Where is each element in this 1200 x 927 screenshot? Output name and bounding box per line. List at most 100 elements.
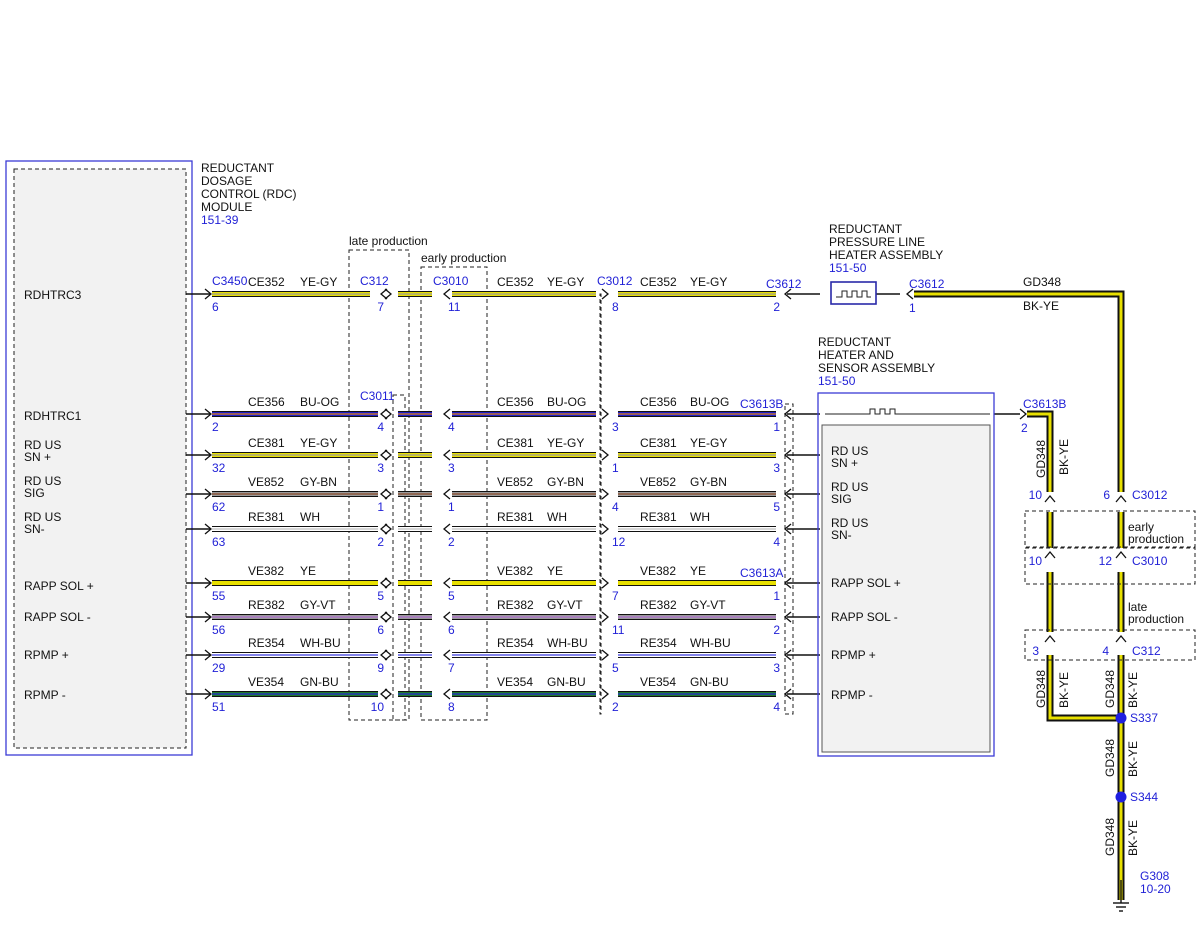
gd348-conn-arrow-3 (1044, 550, 1056, 559)
splice-s337[interactable] (1115, 712, 1127, 724)
gd348-left-circuit: GD348 (1034, 440, 1048, 478)
row-6-c312-arrow (379, 577, 388, 589)
row-8-c3450-arrow (204, 649, 213, 661)
rdc-pin-8-label: RPMP + (24, 648, 69, 662)
ground-g308-symbol[interactable] (1113, 880, 1129, 912)
row-5-color-label: WH (300, 510, 320, 524)
ground-late-note: late (1128, 600, 1148, 614)
gd348-top-circuit: GD348 (1023, 275, 1061, 289)
hsa-name-3: SENSOR ASSEMBLY (818, 361, 935, 375)
left-c3012-pin: 10 (1029, 488, 1043, 502)
row-4-c312-pin: 1 (377, 500, 384, 514)
row-6-c3450-arrow (204, 577, 213, 589)
gd348-right-upper[interactable] (914, 292, 1123, 492)
hsa-ref[interactable]: 151-50 (818, 374, 856, 388)
row-4-c3450-arrow (204, 488, 213, 500)
rdc-pin-1-label: RDHTRC3 (24, 288, 82, 302)
rdc-pin-4-label: RD US (24, 474, 61, 488)
row-8-color-label-c: WH-BU (690, 636, 731, 650)
gd348-left-lower[interactable] (1048, 655, 1121, 720)
row-9-circuit-label: VE354 (248, 675, 284, 689)
row-9-c3010-arrow (442, 688, 451, 700)
hsa-pin-4-label: RAPP SOL + (831, 576, 901, 590)
row-5-c312-arrow (379, 523, 388, 535)
row-1-c3450-arrow (204, 288, 213, 300)
row-8-circuit-label-c: RE354 (640, 636, 677, 650)
right-c3012-pin: 6 (1103, 488, 1110, 502)
row-1-circuit-label-b: CE352 (497, 275, 534, 289)
c3613b-arrow (1019, 408, 1028, 420)
row-4-c3450-pin: 62 (212, 500, 226, 514)
splice-s344[interactable] (1115, 791, 1127, 803)
row-1-c3012-name: C3012 (597, 274, 633, 288)
right-c3010-pin: 12 (1099, 554, 1113, 568)
row-6-c3450-pin: 55 (212, 589, 226, 603)
splice-s344-label: S344 (1130, 790, 1158, 804)
row-2-color-label-b: BU-OG (547, 395, 586, 409)
row-5-c3010-pin: 2 (448, 535, 455, 549)
heater-element-icon (836, 290, 871, 298)
row-1-c3450-name: C3450 (212, 274, 248, 288)
c3613b-pin: 2 (1021, 421, 1028, 435)
gd348-top-color: BK-YE (1023, 299, 1059, 313)
row-2-c3012-pin: 3 (612, 420, 619, 434)
row-6-circuit-label: VE382 (248, 564, 284, 578)
row-4-c3012-arrow (601, 488, 610, 500)
rdc-pin-6-label: RAPP SOL + (24, 579, 94, 593)
row-3-color-label-c: YE-GY (690, 436, 727, 450)
rdc-module-name-3: CONTROL (RDC) (201, 187, 297, 201)
gd348-left-upper[interactable] (1027, 412, 1052, 492)
heater-sensor-assembly[interactable]: REDUCTANT HEATER AND SENSOR ASSEMBLY 151… (817, 335, 995, 757)
row-6-end-name: C3613A (740, 566, 783, 580)
row-8-c3012-pin: 5 (612, 661, 619, 675)
row-2-c3012-arrow (601, 408, 610, 420)
row-2-c3450-arrow (204, 408, 213, 420)
c3012-box (599, 293, 602, 715)
row-9-c3450-pin: 51 (212, 700, 226, 714)
hsa-name-1: REDUCTANT (818, 335, 892, 349)
row-6-c312-pin: 5 (377, 589, 384, 603)
row-8-c3012-arrow (601, 649, 610, 661)
hsa-pin-2-label: SIG (831, 492, 852, 506)
row-2-c3450-pin: 2 (212, 420, 219, 434)
row-4-c3010-arrow (442, 488, 451, 500)
row-9-c3010-pin: 8 (448, 700, 455, 714)
row-4-c312-arrow (379, 488, 388, 500)
c3613-end-box (784, 403, 794, 715)
gd348-conn-arrow-5 (1044, 634, 1056, 643)
rdc-module[interactable]: REDUCTANT DOSAGE CONTROL (RDC) MODULE 15… (5, 160, 297, 756)
hsa-pin-1-label: SN + (831, 456, 858, 470)
pressure-line-heater-assembly[interactable]: REDUCTANT PRESSURE LINE HEATER ASSEMBLY … (829, 222, 943, 305)
wire-layer (186, 288, 1028, 700)
row-9-end-pin: 4 (773, 700, 780, 714)
row-5-circuit-label-c: RE381 (640, 510, 677, 524)
row-2-color-label-c: BU-OG (690, 395, 729, 409)
row-4-circuit-label-c: VE852 (640, 475, 676, 489)
row-7-c3010-arrow (442, 611, 451, 623)
row-1-c312-name: C312 (360, 274, 389, 288)
gd348-conn-arrow-4 (1115, 550, 1127, 559)
row-7-end-arrow (783, 611, 792, 623)
row-9-c3450-arrow (204, 688, 213, 700)
row-8-c3010-arrow (442, 649, 451, 661)
row-3-c3010-pin: 3 (448, 461, 455, 475)
plh-ref[interactable]: 151-50 (829, 261, 867, 275)
rdc-module-ref[interactable]: 151-39 (201, 213, 239, 227)
rdc-pin-5-label: RD US (24, 510, 61, 524)
row-4-c3010-pin: 1 (448, 500, 455, 514)
row-3-c312-arrow (379, 449, 388, 461)
gd348-s344-color: BK-YE (1126, 820, 1140, 856)
c3612-name: C3612 (909, 277, 945, 291)
row-1-end-pin: 2 (773, 300, 780, 314)
row-5-c3450-pin: 63 (212, 535, 226, 549)
rdc-pin-3-label: RD US (24, 438, 61, 452)
row-8-end-arrow (783, 649, 792, 661)
row-2-c312-pin: 4 (377, 420, 384, 434)
row-4-c312-arrow-b (384, 488, 393, 500)
row-7-c312-arrow (379, 611, 388, 623)
row-9-c312-arrow-b (384, 688, 393, 700)
ground-late-note: production (1128, 612, 1184, 626)
